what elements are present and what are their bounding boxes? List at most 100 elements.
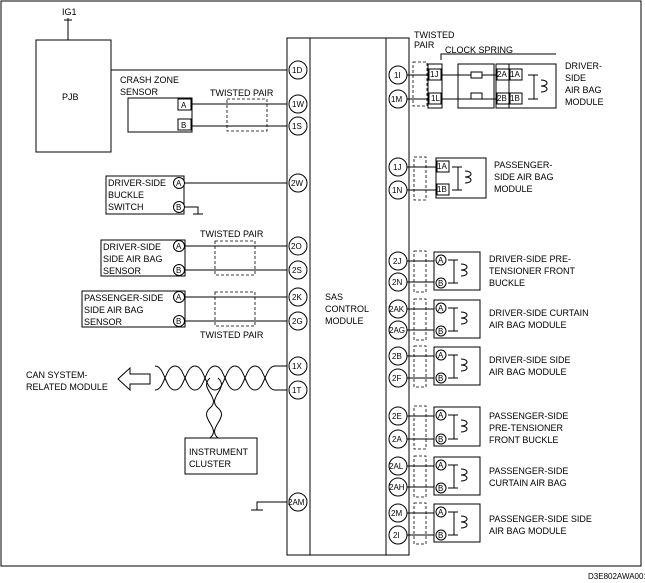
driver-airbag-label-4: MODULE xyxy=(565,97,604,107)
svg-text:DRIVER-SIDE SIDE: DRIVER-SIDE SIDE xyxy=(489,355,571,365)
sas-left-pin: 1T xyxy=(288,380,308,400)
sas-right-pin: 2N xyxy=(388,272,408,292)
can-high-wire xyxy=(154,365,287,391)
svg-text:B: B xyxy=(438,435,443,444)
buckle-pin-a-label: A xyxy=(176,179,182,188)
sas-left-pin: 1X xyxy=(288,356,308,376)
buckle-ground-wire xyxy=(184,206,199,214)
sas-left-pin: 1S xyxy=(288,116,308,136)
diagram-frame xyxy=(0,0,642,567)
driver-buckle-switch-label-3: SWITCH xyxy=(108,202,144,212)
sas-module-label-2: CONTROL xyxy=(325,304,369,314)
svg-text:2B: 2B xyxy=(392,352,402,361)
svg-text:1I: 1I xyxy=(394,71,401,80)
sas-module-label-1: SAS xyxy=(325,292,343,302)
clock-spring-coil-1 xyxy=(470,71,483,79)
can-low-wire xyxy=(154,365,287,391)
crash-zone-label-1: CRASH ZONE xyxy=(120,75,179,85)
passenger-sensor-pin-b-label: B xyxy=(176,317,181,326)
output-module-passenger-side-airbag: A B PASSENGER-SIDE SIDE AIR BAG MODULE xyxy=(407,502,592,545)
instrument-cluster-label-2: CLUSTER xyxy=(189,459,232,469)
svg-text:2G: 2G xyxy=(292,317,303,326)
svg-text:1W: 1W xyxy=(292,100,304,109)
output-module-driver-curtain: A B DRIVER-SIDE CURTAIN AIR BAG MODULE xyxy=(407,298,589,341)
output-module-passenger-airbag: 1A 1B PASSENGER- SIDE AIR BAG MODULE xyxy=(407,156,554,201)
output-module-passenger-curtain: A B PASSENGER-SIDE CURTAIN AIR BAG xyxy=(407,455,568,498)
sas-left-pin: 2W xyxy=(288,173,308,193)
svg-text:B: B xyxy=(438,374,443,383)
passenger-side-sensor-box xyxy=(81,290,186,328)
driver-buckle-switch-label-2: BUCKLE xyxy=(108,190,144,200)
cluster-wire-1 xyxy=(206,377,214,439)
clock-spring-box xyxy=(457,63,495,109)
svg-text:B: B xyxy=(438,484,443,493)
sas-right-pin: 2I xyxy=(388,525,408,545)
svg-text:1B: 1B xyxy=(437,185,447,194)
svg-text:A: A xyxy=(438,256,444,265)
driver-side-sensor-label-1: DRIVER-SIDE xyxy=(103,242,161,252)
sas-left-pin: 1W xyxy=(288,94,308,114)
twisted-pair-label-3: TWISTED PAIR xyxy=(200,330,264,340)
clock-spring-bracket xyxy=(440,53,556,60)
svg-text:2M: 2M xyxy=(391,509,402,518)
svg-text:A: A xyxy=(438,351,444,360)
driver-buckle-switch-label-1: DRIVER-SIDE xyxy=(108,178,166,188)
cluster-wire-2 xyxy=(214,377,222,439)
buckle-pin-b-label: B xyxy=(176,203,181,212)
sas-left-pin: 2S xyxy=(288,260,308,280)
sas-left-pin: 2O xyxy=(288,236,308,256)
svg-text:A: A xyxy=(438,304,444,313)
ig1-label: IG1 xyxy=(62,7,77,17)
svg-text:AIR BAG MODULE: AIR BAG MODULE xyxy=(489,367,567,377)
output-module-passenger-pretensioner: A B PASSENGER-SIDE PRE-TENSIONER FRONT B… xyxy=(407,405,568,450)
svg-text:1N: 1N xyxy=(392,186,402,195)
output-module-driver-side-airbag: A B DRIVER-SIDE SIDE AIR BAG MODULE xyxy=(407,345,571,388)
sas-right-pin: 1N xyxy=(388,180,408,200)
sas-right-pin: 1I xyxy=(388,65,408,85)
driver-buckle-switch-box xyxy=(105,175,185,215)
svg-text:SIDE AIR BAG: SIDE AIR BAG xyxy=(494,172,554,182)
driver-side-sensor-box xyxy=(100,239,186,277)
twisted-pair-label-1: TWISTED PAIR xyxy=(210,88,274,98)
connector-pin: 1L xyxy=(428,92,442,105)
can-module-label-2: RELATED MODULE xyxy=(26,382,108,392)
passenger-sensor-pin-a-label: A xyxy=(176,293,182,302)
can-arrow-icon xyxy=(117,366,151,392)
svg-text:FRONT BUCKLE: FRONT BUCKLE xyxy=(489,435,558,445)
clock-spring-label: CLOCK SPRING xyxy=(445,45,513,55)
svg-text:1J: 1J xyxy=(430,70,438,79)
svg-text:PASSENGER-SIDE SIDE: PASSENGER-SIDE SIDE xyxy=(489,514,592,524)
sas-right-pin: 2F xyxy=(388,368,408,388)
crash-zone-pin-b-label: B xyxy=(181,121,186,130)
driver-airbag-label-3: AIR BAG xyxy=(565,85,602,95)
connector-pin: 2B xyxy=(496,92,510,105)
twisted-pair-top-label-1: TWISTED xyxy=(414,30,455,40)
svg-text:2AK: 2AK xyxy=(389,305,405,314)
driver-side-sensor-label-2: SIDE AIR BAG xyxy=(103,254,163,264)
driver-airbag-label-1: DRIVER- xyxy=(565,61,602,71)
twisted-pair-box-2 xyxy=(214,240,256,276)
svg-text:2AG: 2AG xyxy=(389,326,405,335)
svg-text:PASSENGER-SIDE: PASSENGER-SIDE xyxy=(489,466,568,476)
sas-right-pin: 2AH xyxy=(388,477,408,497)
twisted-pair-top-box xyxy=(412,61,428,107)
sas-right-pin: 2AG xyxy=(388,320,408,340)
svg-text:2AL: 2AL xyxy=(389,462,404,471)
twisted-pair-label-2: TWISTED PAIR xyxy=(200,229,264,239)
svg-text:1S: 1S xyxy=(292,122,302,131)
svg-text:PASSENGER-SIDE: PASSENGER-SIDE xyxy=(489,411,568,421)
connector-pin: 1J xyxy=(428,68,442,81)
svg-text:B: B xyxy=(438,279,443,288)
svg-text:2K: 2K xyxy=(292,293,302,302)
sas-right-pin: 2J xyxy=(388,251,408,271)
sas-right-pin: 1J xyxy=(388,157,408,177)
sas-right-pin: 2A xyxy=(388,429,408,449)
sas-left-pin: 2AM xyxy=(288,492,308,512)
crash-zone-pin-b xyxy=(177,118,192,131)
sas-left-pin: 2K xyxy=(288,287,308,307)
sas-right-pin: 2AK xyxy=(388,299,408,319)
svg-text:2A: 2A xyxy=(392,435,402,444)
svg-text:MODULE: MODULE xyxy=(494,184,533,194)
svg-text:BUCKLE: BUCKLE xyxy=(489,278,525,288)
